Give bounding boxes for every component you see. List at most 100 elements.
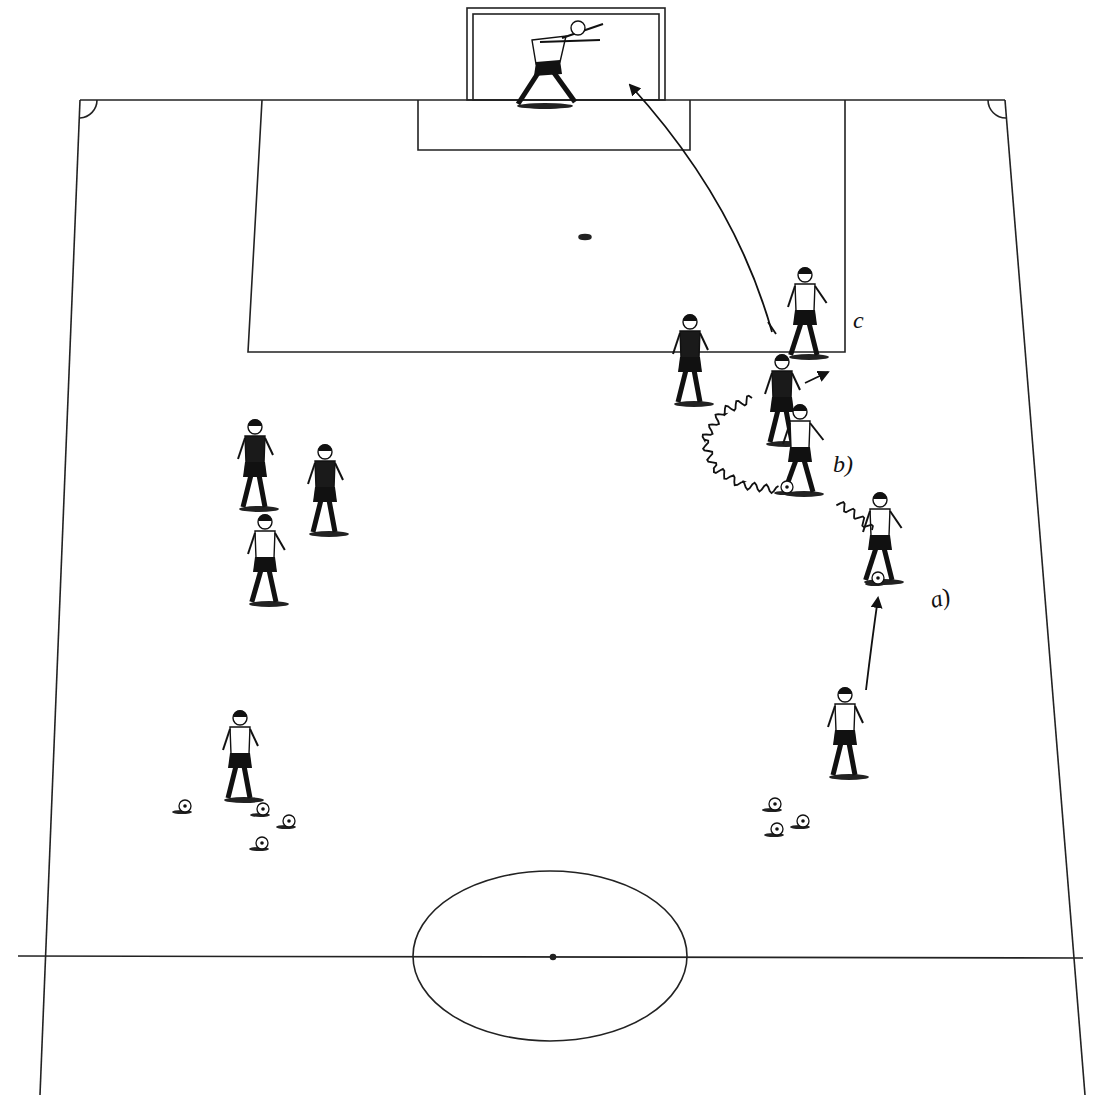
run-arrow (805, 372, 828, 383)
ball-patch (876, 576, 880, 580)
player-arm (828, 706, 835, 727)
player-leg (791, 323, 801, 355)
player-shorts (868, 535, 892, 550)
player-head (318, 445, 332, 459)
player-shirt (532, 36, 566, 64)
player-shirt (790, 421, 810, 448)
player-leg (252, 570, 261, 602)
player-arm (250, 729, 258, 746)
player-shirt (795, 284, 815, 311)
player-shorts (253, 557, 277, 572)
player-arm (223, 729, 230, 750)
player-arm (792, 373, 800, 390)
shot-arrow (630, 85, 772, 332)
player-leg (849, 743, 855, 775)
ball-patch (261, 807, 265, 811)
player-hair (248, 419, 262, 426)
callout-letter: c (853, 308, 864, 332)
player-figure (308, 444, 349, 537)
ball (257, 803, 269, 815)
player-figure (788, 267, 829, 360)
player-hair (838, 687, 852, 694)
player-figure (238, 419, 279, 512)
player-hair (683, 314, 697, 321)
player-arm (890, 511, 902, 528)
player-head (775, 355, 789, 369)
player-head (258, 515, 272, 529)
player-leg (243, 475, 251, 507)
player-figure (863, 492, 904, 585)
player-hair (873, 492, 887, 499)
ball (797, 815, 809, 827)
player-shorts (313, 487, 337, 502)
ball (781, 481, 793, 493)
player-head (798, 268, 812, 282)
ball (179, 800, 191, 812)
goalkeeper (517, 21, 603, 109)
shot-arrow-tail (768, 322, 776, 334)
player-hair (258, 514, 272, 521)
ball (771, 823, 783, 835)
player-arm (238, 438, 245, 459)
ball-patch (785, 485, 789, 489)
player-shorts (534, 60, 562, 76)
player-arm (673, 333, 680, 354)
player-head (683, 315, 697, 329)
player-arm (810, 423, 823, 440)
ball (769, 798, 781, 810)
player-arm (265, 438, 273, 455)
player-arm (788, 286, 795, 307)
player-hair (233, 710, 247, 717)
player-leg (694, 370, 700, 402)
player-head (793, 405, 807, 419)
player-shadow (249, 601, 289, 607)
player-head (838, 688, 852, 702)
ball-patch (260, 841, 264, 845)
player-shorts (788, 447, 812, 462)
player-arm (783, 423, 790, 444)
player-shorts (770, 397, 794, 412)
ball (283, 815, 295, 827)
players (223, 21, 904, 803)
player-hair (793, 404, 807, 411)
ball-patch (287, 819, 291, 823)
player-leg (809, 323, 817, 355)
player-shirt (772, 371, 792, 398)
ball-patch (801, 819, 805, 823)
player-arm (308, 463, 315, 484)
player-arm (275, 533, 285, 550)
callout-letter: b) (833, 452, 853, 476)
player-head (233, 711, 247, 725)
pass-arrow (866, 598, 878, 690)
player-shirt (245, 436, 265, 463)
player-leg (228, 766, 236, 798)
player-shorts (243, 462, 267, 477)
player-shirt (315, 461, 335, 488)
player-leg (833, 743, 841, 775)
player-hair (798, 267, 812, 274)
player-figure (248, 514, 289, 607)
dribble-line (703, 396, 779, 493)
player-leg (770, 410, 778, 442)
player-leg (552, 70, 575, 102)
player-shorts (793, 310, 817, 325)
player-arm (248, 533, 255, 554)
balls (172, 481, 885, 851)
player-shirt (230, 727, 250, 754)
player-shorts (228, 753, 252, 768)
player-arm (540, 40, 600, 42)
player-hair (318, 444, 332, 451)
ball-patch (775, 827, 779, 831)
player-head (873, 493, 887, 507)
player-shirt (680, 331, 700, 358)
player-arm (335, 463, 343, 480)
player-hair (775, 354, 789, 361)
player-shorts (833, 730, 857, 745)
player-leg (329, 500, 335, 532)
player-figure (223, 710, 264, 803)
player-shadow (789, 354, 829, 360)
player-leg (884, 548, 892, 580)
player-shirt (835, 704, 855, 731)
